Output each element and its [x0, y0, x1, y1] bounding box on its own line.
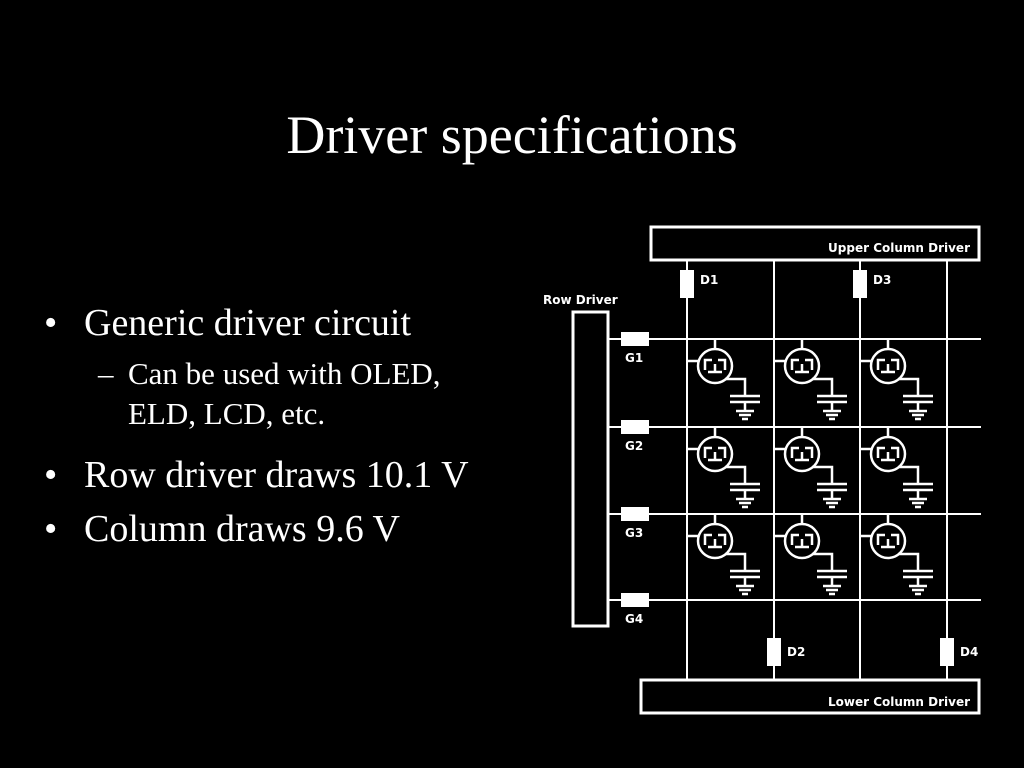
- transistor-gate: [876, 446, 900, 462]
- drain-label-d1: D1: [700, 273, 718, 287]
- drain-label-d4: D4: [960, 645, 978, 659]
- bullet-list: • Generic driver circuit – Can be used w…: [44, 300, 564, 560]
- drain-wire: [898, 465, 920, 483]
- pixel-cell: [774, 427, 847, 509]
- gate-pad-g3: [621, 507, 649, 521]
- pixel-cell: [687, 339, 760, 421]
- transistor-gate: [790, 358, 814, 374]
- bullet-mark: •: [44, 302, 58, 344]
- transistor-gate: [703, 358, 727, 374]
- lower-column-driver-label: Lower Column Driver: [828, 695, 970, 709]
- bullet-column-voltage: • Column draws 9.6 V: [44, 506, 564, 552]
- sub-bullet-usage: – Can be used with OLED, ELD, LCD, etc.: [44, 354, 564, 434]
- sub-bullet-line-1: Can be used with OLED,: [128, 356, 441, 391]
- pixel-cell: [860, 514, 933, 596]
- pixel-cell: [860, 427, 933, 509]
- slide-title: Driver specifications: [286, 105, 738, 165]
- transistor-gate: [790, 533, 814, 549]
- bullet-text: Generic driver circuit: [84, 302, 412, 344]
- transistor-gate: [790, 446, 814, 462]
- bullet-text: Row driver draws 10.1 V: [84, 454, 469, 496]
- lower-column-driver-box: [639, 678, 981, 715]
- pixel-cell: [687, 427, 760, 509]
- drain-resistor-d4: [940, 638, 954, 666]
- gate-label-g4: G4: [625, 612, 643, 626]
- pixel-grid: [608, 260, 981, 680]
- pixel-cell: [860, 339, 933, 421]
- drain-resistor-d1: [680, 270, 694, 298]
- drain-wire: [725, 465, 747, 483]
- drain-resistor-d3: [853, 270, 867, 298]
- drain-wire: [812, 465, 834, 483]
- drain-wire: [898, 377, 920, 395]
- drain-wire: [812, 552, 834, 570]
- row-driver-label: Row Driver: [543, 293, 618, 307]
- gate-label-g1: G1: [625, 351, 643, 365]
- upper-column-driver-box: [649, 225, 981, 262]
- pixel-cell: [687, 514, 760, 596]
- bullet-text: Column draws 9.6 V: [84, 508, 400, 550]
- bullet-generic-driver: • Generic driver circuit: [44, 300, 564, 346]
- drain-wire: [898, 552, 920, 570]
- drain-label-d3: D3: [873, 273, 891, 287]
- gate-pad-g1: [621, 332, 649, 346]
- pixel-cell: [774, 514, 847, 596]
- drain-wire: [725, 377, 747, 395]
- bullet-mark: •: [44, 454, 58, 496]
- transistor-gate: [876, 533, 900, 549]
- transistor-gate: [703, 446, 727, 462]
- upper-column-driver-label: Upper Column Driver: [828, 241, 970, 255]
- drain-wire: [812, 377, 834, 395]
- drain-wire: [725, 552, 747, 570]
- gate-label-g3: G3: [625, 526, 643, 540]
- bullet-row-driver-voltage: • Row driver draws 10.1 V: [44, 452, 564, 498]
- gate-pad-g4: [621, 593, 649, 607]
- gate-pad-g2: [621, 420, 649, 434]
- pixel-cell: [774, 339, 847, 421]
- transistor-gate: [876, 358, 900, 374]
- gate-label-g2: G2: [625, 439, 643, 453]
- sub-bullet-line-2: ELD, LCD, etc.: [128, 396, 326, 431]
- row-driver-box: [571, 310, 610, 628]
- drain-resistor-d2: [767, 638, 781, 666]
- sub-bullet-mark: –: [98, 356, 114, 391]
- transistor-gate: [703, 533, 727, 549]
- bullet-mark: •: [44, 508, 58, 550]
- pixel-cells: [687, 339, 933, 596]
- drain-label-d2: D2: [787, 645, 805, 659]
